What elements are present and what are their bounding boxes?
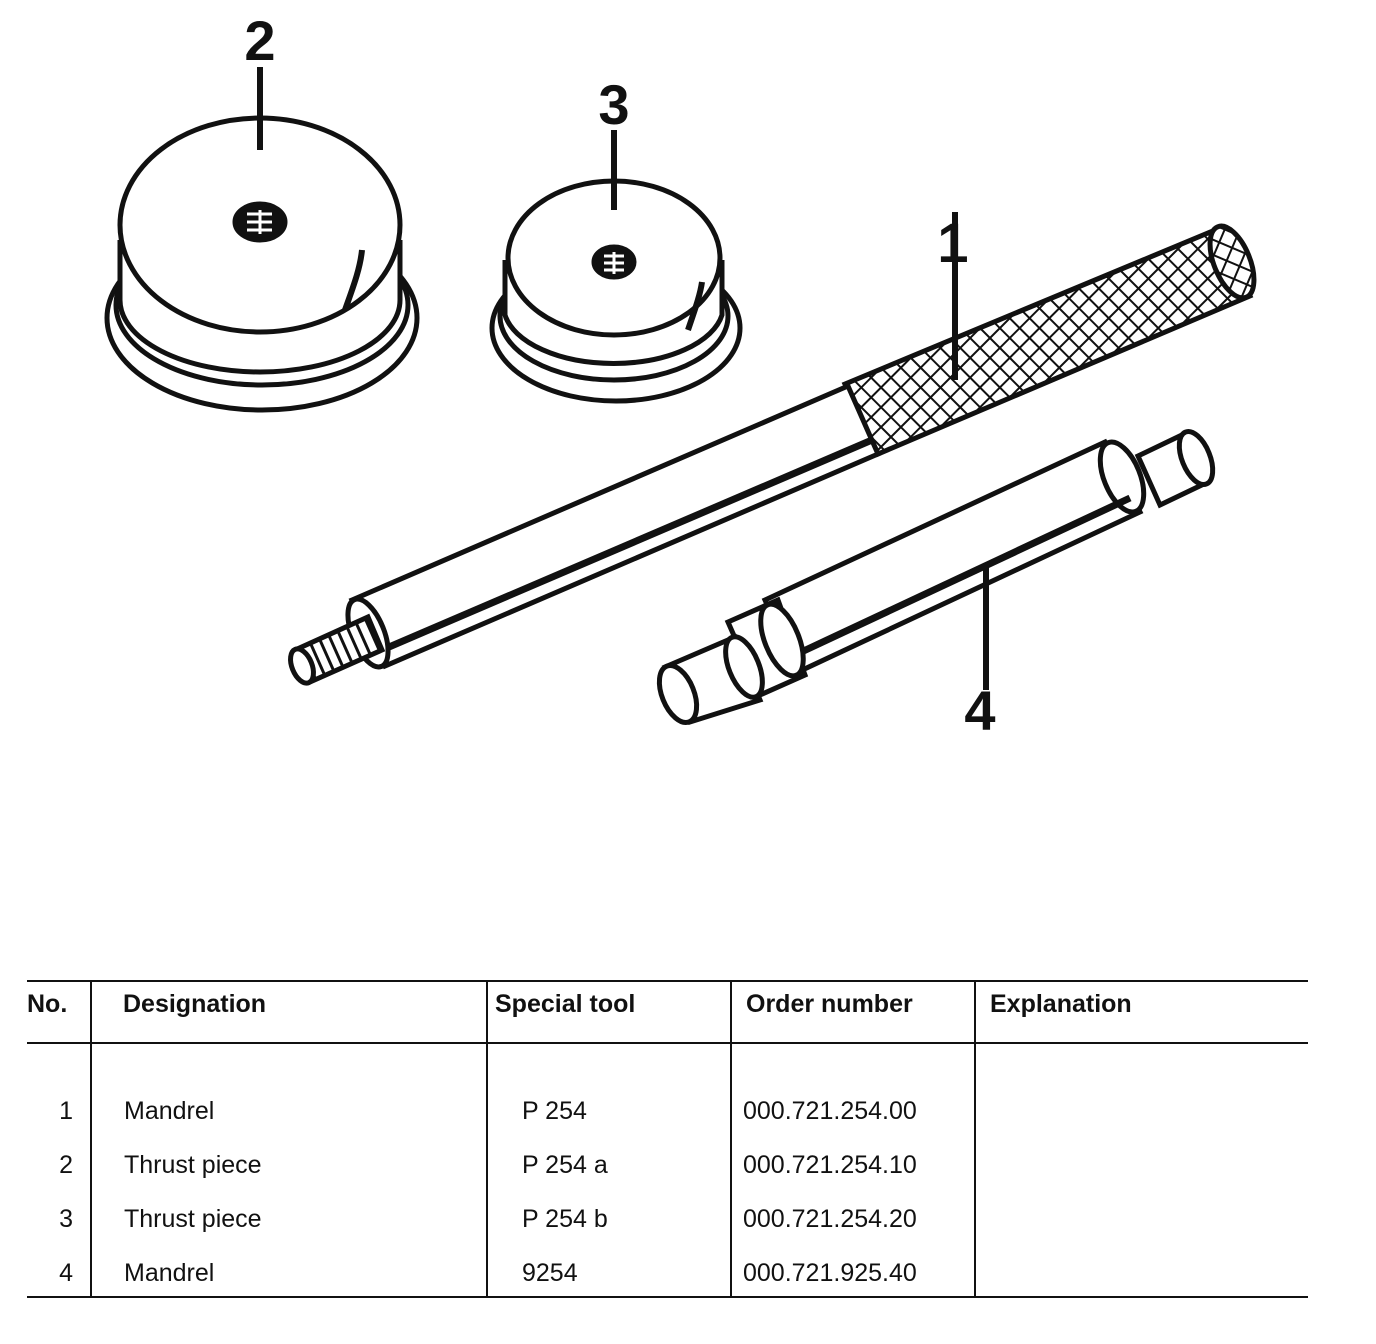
table-bottom-rule — [27, 1296, 1308, 1298]
row-designation: Mandrel — [124, 1259, 215, 1287]
callout-3: 3 — [598, 73, 629, 136]
row-designation: Thrust piece — [124, 1205, 262, 1233]
row-number: 3 — [59, 1205, 73, 1233]
callout-4: 4 — [964, 679, 995, 742]
header-order-number: Order number — [746, 990, 913, 1018]
row-number: 4 — [59, 1259, 73, 1287]
callout-2: 2 — [244, 9, 275, 72]
header-special-tool: Special tool — [495, 990, 636, 1018]
row-special-tool: P 254 a — [522, 1151, 608, 1179]
mandrel-short — [656, 429, 1216, 726]
row-number: 1 — [59, 1097, 73, 1125]
row-order-number: 000.721.925.40 — [743, 1259, 917, 1287]
row-special-tool: 9254 — [522, 1259, 578, 1287]
row-order-number: 000.721.254.00 — [743, 1097, 917, 1125]
mandrel-long — [288, 212, 1257, 686]
header-bottom-rule — [27, 1042, 1308, 1044]
column-divider — [974, 980, 976, 1298]
table-top-rule — [27, 980, 1308, 982]
column-divider — [486, 980, 488, 1298]
thrust-piece-large — [104, 67, 420, 413]
column-divider — [90, 980, 92, 1298]
row-order-number: 000.721.254.10 — [743, 1151, 917, 1179]
callout-1: 1 — [937, 211, 968, 274]
thrust-piece-small — [489, 130, 743, 404]
row-order-number: 000.721.254.20 — [743, 1205, 917, 1233]
special-tools-table: No. Designation Special tool Order numbe… — [27, 980, 1308, 1298]
row-special-tool: P 254 — [522, 1097, 587, 1125]
row-special-tool: P 254 b — [522, 1205, 608, 1233]
row-designation: Mandrel — [124, 1097, 215, 1125]
row-number: 2 — [59, 1151, 73, 1179]
tool-illustration: 2 3 1 4 — [104, 9, 1257, 742]
header-designation: Designation — [123, 990, 267, 1018]
header-no: No. — [27, 990, 68, 1018]
row-designation: Thrust piece — [124, 1151, 262, 1179]
header-explanation: Explanation — [990, 990, 1132, 1018]
column-divider — [730, 980, 732, 1298]
